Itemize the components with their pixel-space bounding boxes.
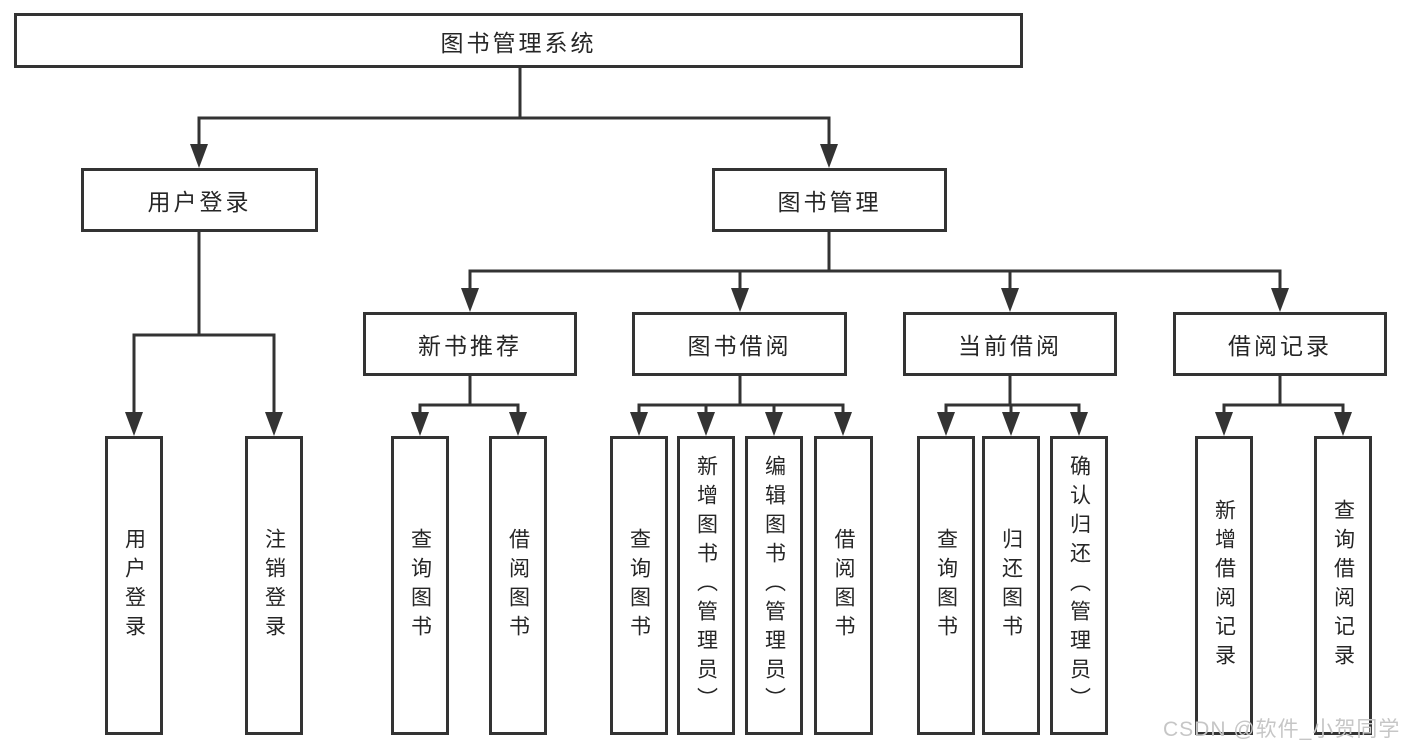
- node-confirm-return-admin: 确认归还（管理员）: [1050, 436, 1108, 735]
- node-add-borrow-record: 新增借阅记录: [1195, 436, 1253, 735]
- node-add-books-admin-label: 新增图书（管理员）: [694, 455, 718, 716]
- node-query-books-borrow-label: 查询图书: [627, 527, 651, 644]
- node-logout-label: 注销登录: [262, 527, 286, 644]
- node-new-book-recommend-label: 新书推荐: [418, 333, 522, 359]
- node-add-borrow-record-label: 新增借阅记录: [1212, 498, 1236, 673]
- node-new-book-recommend: 新书推荐: [363, 312, 577, 376]
- node-borrow-books-newrec-label: 借阅图书: [506, 527, 530, 644]
- node-user-login-leaf: 用户登录: [105, 436, 163, 735]
- node-query-books-current: 查询图书: [917, 436, 975, 735]
- node-borrow-books: 借阅图书: [814, 436, 873, 735]
- node-return-books: 归还图书: [982, 436, 1040, 735]
- node-user-login-leaf-label: 用户登录: [122, 527, 146, 644]
- node-return-books-label: 归还图书: [999, 527, 1023, 644]
- node-query-books-borrow: 查询图书: [610, 436, 668, 735]
- node-user-login: 用户登录: [81, 168, 318, 232]
- node-book-management-label: 图书管理: [777, 189, 882, 215]
- node-query-books-newrec: 查询图书: [391, 436, 449, 735]
- node-current-borrowing: 当前借阅: [903, 312, 1117, 376]
- node-library-system: 图书管理系统: [14, 13, 1023, 68]
- node-query-books-current-label: 查询图书: [934, 527, 958, 644]
- node-logout: 注销登录: [245, 436, 303, 735]
- node-borrowing-records-label: 借阅记录: [1228, 333, 1332, 359]
- node-book-management: 图书管理: [712, 168, 947, 232]
- node-book-borrowing-label: 图书借阅: [687, 333, 792, 359]
- node-borrow-books-label: 借阅图书: [832, 527, 855, 644]
- node-confirm-return-admin-label: 确认归还（管理员）: [1067, 455, 1091, 716]
- node-query-borrow-record-label: 查询借阅记录: [1331, 498, 1355, 673]
- node-current-borrowing-label: 当前借阅: [958, 333, 1062, 359]
- watermark: CSDN @软件_小贺同学: [1163, 718, 1401, 741]
- node-borrowing-records: 借阅记录: [1173, 312, 1387, 376]
- node-user-login-label: 用户登录: [147, 189, 252, 215]
- node-edit-books-admin: 编辑图书（管理员）: [745, 436, 803, 735]
- node-add-books-admin: 新增图书（管理员）: [677, 436, 735, 735]
- node-edit-books-admin-label: 编辑图书（管理员）: [762, 455, 786, 716]
- node-query-borrow-record: 查询借阅记录: [1314, 436, 1372, 735]
- node-book-borrowing: 图书借阅: [632, 312, 847, 376]
- node-query-books-newrec-label: 查询图书: [408, 527, 432, 644]
- node-library-system-label: 图书管理系统: [440, 29, 597, 56]
- node-borrow-books-newrec: 借阅图书: [489, 436, 547, 735]
